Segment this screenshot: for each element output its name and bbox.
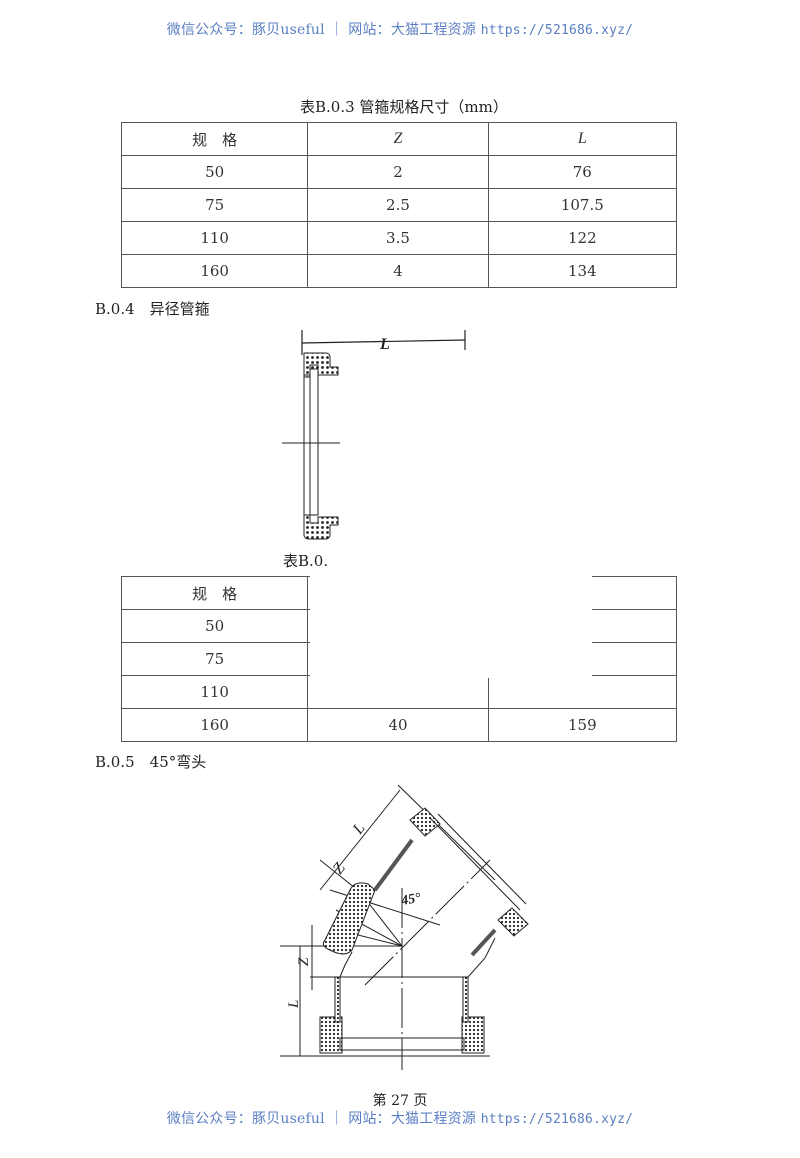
table-header-row: 规 格 Z L: [120, 122, 678, 156]
page-number: 第 27 页: [372, 1093, 428, 1109]
cell-l: 107.5: [487, 188, 678, 222]
table-b03-caption: 表B.0.3 管箍规格尺寸（mm）: [300, 98, 508, 116]
occlusion-mask: [310, 574, 592, 678]
cell-z: 3.5: [307, 221, 489, 255]
cell-spec: 50: [120, 155, 309, 189]
table-row: 160 4 134: [120, 254, 678, 288]
cell-spec: 110: [120, 221, 309, 255]
cell-spec: 75: [120, 188, 309, 222]
header-spec: 规 格: [120, 576, 309, 610]
watermark-url[interactable]: https://521686.xyz/: [480, 23, 634, 38]
cell-spec: 50: [120, 609, 309, 643]
elbow-45-figure: 45° L Z Z L: [280, 784, 529, 1070]
cell-z: 2.5: [307, 188, 489, 222]
angle-label: 45°: [399, 891, 422, 909]
table-row: 50 2 76: [120, 155, 678, 189]
cell-l: 159: [487, 708, 678, 742]
occlusion-mask: [489, 678, 592, 688]
cell-l: 122: [487, 221, 678, 255]
section-b04-title: B.0.4 异径管箍: [95, 300, 210, 318]
cell-l: 76: [487, 155, 678, 189]
cell-spec: 110: [120, 675, 309, 709]
cell-l: 134: [487, 254, 678, 288]
dimension-label-l-vertical: L: [286, 1000, 302, 1009]
header-z: Z: [307, 122, 489, 156]
watermark-bottom: 微信公众号：豚贝useful ｜ 网站：大猫工程资源 https://52168…: [0, 1108, 800, 1128]
cell-spec: 75: [120, 642, 309, 676]
cell-z: 40: [307, 708, 489, 742]
cell-spec: 160: [120, 254, 309, 288]
dimension-label-l: L: [379, 336, 390, 353]
table-b04-caption: 表B.0.: [283, 552, 329, 570]
dimension-label-z-vertical: Z: [296, 957, 312, 966]
table-row: 75 2.5 107.5: [120, 188, 678, 222]
header-l: L: [487, 122, 678, 156]
table-row: 160 40 159: [120, 708, 678, 742]
cell-z: 4: [307, 254, 489, 288]
watermark-text: 微信公众号：豚贝useful ｜ 网站：大猫工程资源: [166, 22, 481, 38]
table-row: 110 3.5 122: [120, 221, 678, 255]
watermark-url[interactable]: https://521686.xyz/: [480, 1112, 634, 1127]
occlusion-mask: [310, 678, 487, 708]
cell-spec: 160: [120, 708, 309, 742]
header-spec: 规 格: [120, 122, 309, 156]
occlusion-mask: [340, 545, 420, 573]
reducer-coupling-figure: L: [282, 330, 466, 540]
cell-z: 2: [307, 155, 489, 189]
table-b03: 规 格 Z L 50 2 76 75 2.5 107.5 110 3.5 122…: [120, 122, 678, 288]
dimension-label-l: L: [349, 820, 369, 838]
watermark-text: 微信公众号：豚贝useful ｜ 网站：大猫工程资源: [166, 1111, 481, 1127]
watermark-top: 微信公众号：豚贝useful ｜ 网站：大猫工程资源 https://52168…: [0, 19, 800, 39]
section-b05-title: B.0.5 45°弯头: [95, 753, 207, 771]
